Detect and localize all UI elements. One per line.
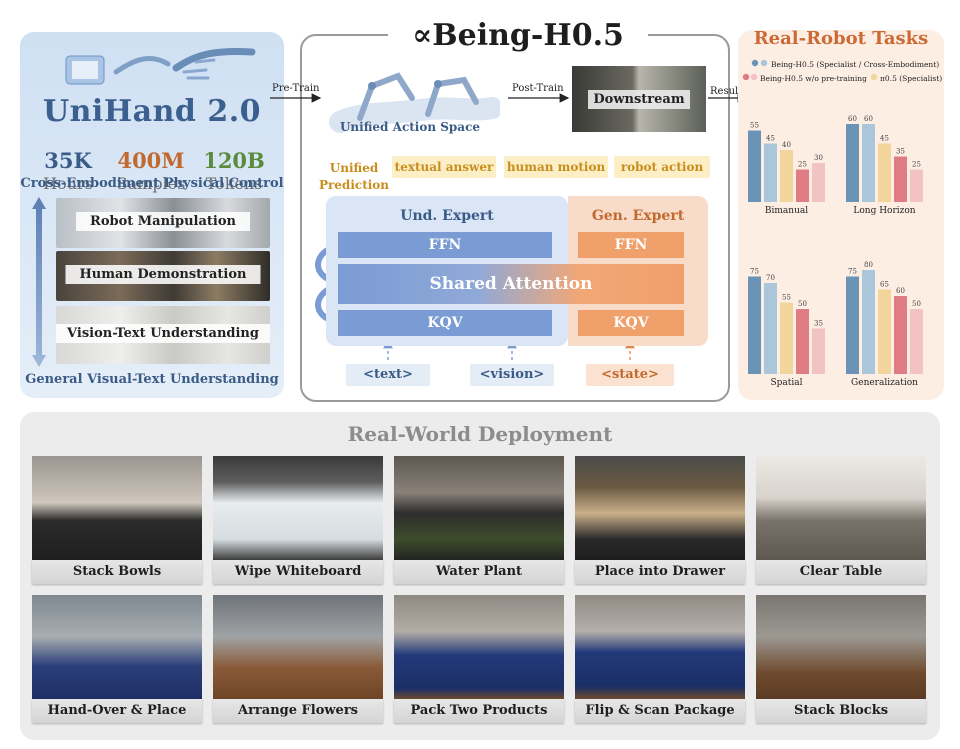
task-tile: Pack Two Products — [394, 595, 564, 723]
task-photo — [394, 595, 564, 699]
task-photo — [394, 456, 564, 560]
task-photo — [213, 595, 383, 699]
stat-tokens: 120B Tokens — [194, 148, 274, 193]
und-kqv-layer: KQV — [338, 310, 552, 336]
vision-token: <vision> — [470, 364, 554, 386]
double-arrow-icon — [32, 197, 46, 367]
task-tile: Arrange Flowers — [213, 595, 383, 723]
task-tile: Clear Table — [756, 456, 926, 584]
strip-label: Human Demonstration — [65, 265, 261, 284]
task-caption: Pack Two Products — [394, 699, 564, 723]
real-robot-panel — [738, 30, 944, 400]
prediction-chip: robot action — [614, 156, 710, 178]
stat-samples: 400M Samples — [111, 148, 191, 193]
task-caption: Water Plant — [394, 560, 564, 584]
task-photo — [575, 456, 745, 560]
task-photo — [756, 595, 926, 699]
being-title: ∝Being-H0.5 — [388, 16, 648, 56]
robot-manipulation-strip: Robot Manipulation — [56, 198, 270, 248]
state-token: <state> — [586, 364, 674, 386]
task-photo — [32, 595, 202, 699]
und-expert-title: Und. Expert — [400, 208, 494, 224]
unihand-title: UniHand 2.0 — [42, 94, 262, 129]
task-tile: Flip & Scan Package — [575, 595, 745, 723]
stat-label: Tokens — [205, 174, 263, 193]
task-caption: Place into Drawer — [575, 560, 745, 584]
stat-value: 35K — [44, 148, 92, 173]
unified-prediction-label: Unified Prediction — [318, 161, 390, 192]
gen-ffn-layer: FFN — [578, 232, 684, 258]
legend-specialist: Being-H0.5 (Specialist / Cross-Embodimen… — [771, 60, 940, 69]
robot-arms-illustration — [329, 72, 500, 133]
task-photo — [575, 595, 745, 699]
prediction-chip: human motion — [504, 156, 608, 178]
vision-text-strip: Vision-Text Understanding — [56, 306, 270, 364]
task-tile: Hand-Over & Place — [32, 595, 202, 723]
stat-hours: 35K Hours — [28, 148, 108, 193]
human-demonstration-strip: Human Demonstration — [56, 251, 270, 301]
stat-value: 400M — [117, 148, 185, 173]
shared-attention-layer: Shared Attention — [338, 264, 684, 304]
task-tile: Place into Drawer — [575, 456, 745, 584]
prediction-chip: textual answer — [392, 156, 496, 178]
legend-wo-pretrain: Being-H0.5 w/o pre-training — [760, 74, 867, 83]
task-photo — [213, 456, 383, 560]
task-caption: Flip & Scan Package — [575, 699, 745, 723]
task-caption: Arrange Flowers — [213, 699, 383, 723]
legend-pi05: π0.5 (Specialist) — [880, 74, 943, 83]
stat-label: Samples — [116, 174, 186, 193]
unified-action-space-label: Unified Action Space — [339, 120, 481, 134]
real-robot-title: Real-Robot Tasks — [753, 28, 929, 49]
task-caption: Stack Bowls — [32, 560, 202, 584]
deployment-title: Real-World Deployment — [347, 422, 613, 446]
task-caption: Wipe Whiteboard — [213, 560, 383, 584]
robot-hand-illustration — [65, 48, 256, 85]
und-ffn-layer: FFN — [338, 232, 552, 258]
task-tile: Wipe Whiteboard — [213, 456, 383, 584]
task-tile: Stack Blocks — [756, 595, 926, 723]
task-photo — [32, 456, 202, 560]
task-photo — [756, 456, 926, 560]
strip-label: Vision-Text Understanding — [56, 324, 270, 343]
stat-label: Hours — [43, 174, 93, 193]
cross-embodiment-label: Cross-Embodiment Physical Control — [20, 176, 284, 191]
gen-kqv-layer: KQV — [578, 310, 684, 336]
task-tile: Water Plant — [394, 456, 564, 584]
gen-expert-title: Gen. Expert — [591, 208, 685, 224]
results-label: Results — [710, 86, 748, 97]
stat-value: 120B — [203, 148, 265, 173]
posttrain-label: Post-Train — [512, 83, 564, 94]
task-caption: Stack Blocks — [756, 699, 926, 723]
task-caption: Clear Table — [756, 560, 926, 584]
task-caption: Hand-Over & Place — [32, 699, 202, 723]
pretrain-label: Pre-Train — [272, 83, 320, 94]
text-token: <text> — [346, 364, 430, 386]
strip-label: Robot Manipulation — [76, 212, 250, 231]
general-understanding-label: General Visual-Text Understanding — [25, 372, 279, 387]
task-tile: Stack Bowls — [32, 456, 202, 584]
unihand-panel: UniHand 2.0 35K Hours 400M Samples 120B … — [20, 32, 284, 398]
downstream-label: Downstream — [588, 90, 690, 109]
